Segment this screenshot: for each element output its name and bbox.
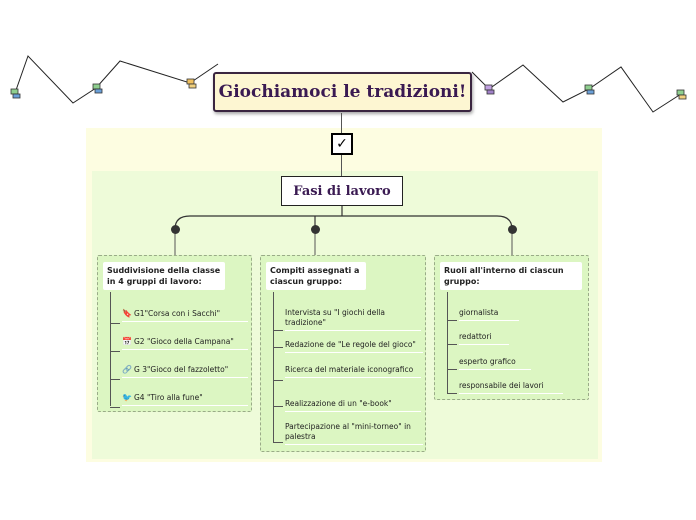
tree-branch — [447, 344, 457, 345]
tree-branch — [110, 323, 120, 324]
tree-branch — [110, 407, 120, 408]
connector-icon — [186, 78, 197, 89]
list-item[interactable]: 🔖G1"Corsa con i Sacchi" — [122, 309, 248, 322]
tree-branch — [447, 369, 457, 370]
tree-branch — [110, 351, 120, 352]
list-item[interactable]: Intervista su "I giochi della tradizione… — [285, 308, 421, 331]
group-heading[interactable]: Compiti assegnati a ciascun gruppo: — [266, 262, 366, 290]
group-suddivisione: Suddivisione della classe in 4 gruppi di… — [97, 255, 252, 412]
tree-branch — [447, 320, 457, 321]
branch-connectors — [174, 206, 513, 262]
central-topic[interactable]: Giochiamoci le tradizioni! — [213, 72, 472, 112]
calendar-icon: 📅 — [122, 337, 132, 346]
tree-branch — [273, 380, 283, 381]
decorative-zigzag — [10, 55, 687, 113]
tree-line — [110, 292, 111, 406]
bookmark-icon: 🔖 — [122, 309, 132, 318]
connector-line — [341, 113, 342, 133]
checkbox-icon[interactable]: ✓ — [331, 133, 353, 155]
connector-icon — [484, 84, 495, 95]
group-compiti: Compiti assegnati a ciascun gruppo: Inte… — [260, 255, 426, 452]
group-heading[interactable]: Ruoli all'interno di ciascun gruppo: — [440, 262, 582, 290]
root-topic-label: Fasi di lavoro — [293, 183, 391, 199]
bird-icon: 🐦 — [122, 393, 132, 402]
tree-line — [447, 292, 448, 394]
list-item[interactable]: 📅G2 "Gioco della Campana" — [122, 337, 248, 350]
list-item[interactable]: Realizzazione di un "e-book" — [285, 399, 421, 412]
list-item[interactable]: esperto grafico — [459, 357, 531, 370]
central-topic-label: Giochiamoci le tradizioni! — [218, 82, 467, 102]
group-heading[interactable]: Suddivisione della classe in 4 gruppi di… — [103, 262, 225, 290]
connector-icon — [676, 89, 687, 100]
tree-branch — [110, 379, 120, 380]
list-item[interactable]: Redazione de "Le regole del gioco" — [285, 340, 423, 353]
connector-icon — [92, 83, 103, 94]
tree-branch — [273, 406, 283, 407]
connector-icon — [584, 84, 595, 95]
list-item[interactable]: redattori — [459, 332, 509, 345]
list-item[interactable]: Partecipazione al "mini-torneo" in pales… — [285, 422, 423, 445]
link-icon: 🔗 — [122, 365, 132, 374]
branch-node[interactable] — [311, 225, 320, 234]
root-topic[interactable]: Fasi di lavoro — [281, 176, 403, 206]
tree-line — [273, 292, 274, 442]
branch-node[interactable] — [508, 225, 517, 234]
branch-node[interactable] — [171, 225, 180, 234]
list-item[interactable]: responsabile dei lavori — [459, 381, 563, 394]
tree-branch — [273, 347, 283, 348]
list-item[interactable]: giornalista — [459, 308, 519, 321]
list-item[interactable]: 🔗G 3"Gioco del fazzoletto" — [122, 365, 248, 378]
list-item[interactable]: Ricerca del materiale iconografico — [285, 365, 421, 378]
connector-icon — [10, 88, 21, 99]
tree-branch — [447, 393, 457, 394]
list-item[interactable]: 🐦G4 "Tiro alla fune" — [122, 393, 248, 406]
connector-line — [341, 155, 342, 176]
tree-branch — [273, 330, 283, 331]
group-ruoli: Ruoli all'interno di ciascun gruppo: gio… — [434, 255, 589, 400]
tree-branch — [273, 442, 283, 443]
